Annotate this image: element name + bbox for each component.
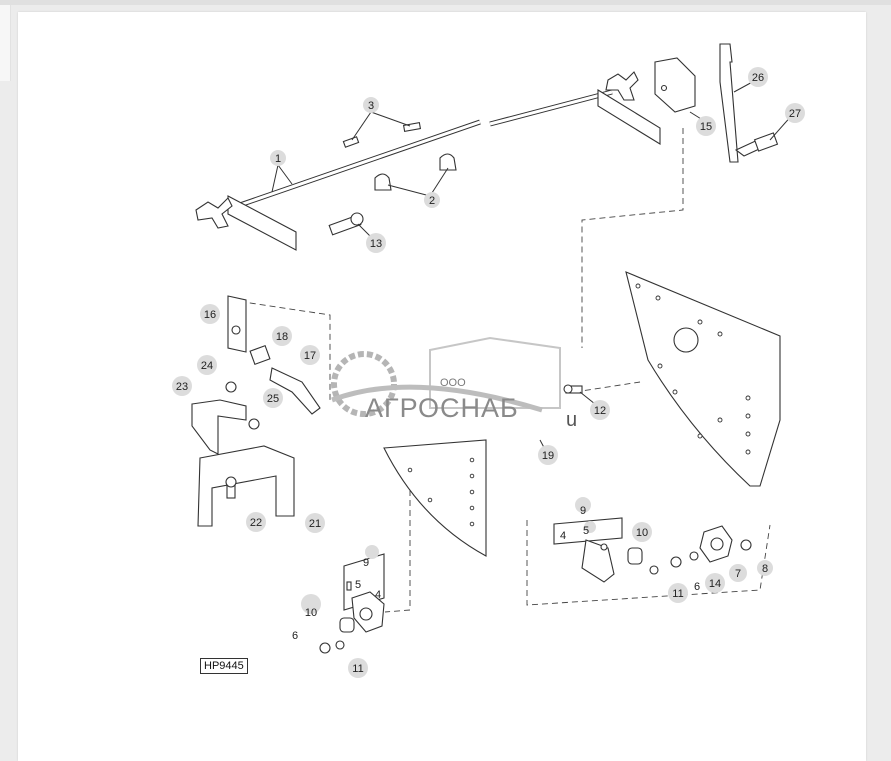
callout-18: 18 xyxy=(272,326,292,346)
svg-text:23: 23 xyxy=(176,381,188,393)
callout-10-left: 10 xyxy=(301,594,321,619)
watermark-company: ООО xyxy=(440,377,466,389)
side-plate xyxy=(625,271,781,487)
callout-7: 7 xyxy=(729,564,747,582)
callout-2: 2 xyxy=(424,192,440,208)
callout-23: 23 xyxy=(172,376,192,396)
callout-13: 13 xyxy=(366,233,386,253)
svg-text:9: 9 xyxy=(363,557,369,569)
svg-text:17: 17 xyxy=(304,350,316,362)
svg-text:14: 14 xyxy=(709,578,721,590)
svg-text:11: 11 xyxy=(352,663,363,675)
svg-text:27: 27 xyxy=(789,108,801,120)
callout-9-right: 9 xyxy=(575,497,591,517)
svg-text:22: 22 xyxy=(250,517,262,529)
callout-25: 25 xyxy=(263,388,283,408)
svg-text:4: 4 xyxy=(560,530,566,542)
left-plate xyxy=(383,439,487,557)
callout-3: 3 xyxy=(363,97,379,113)
callout-21: 21 xyxy=(305,513,325,533)
lever-handle xyxy=(719,43,779,163)
callout-14: 14 xyxy=(705,573,725,593)
svg-text:15: 15 xyxy=(700,121,712,133)
callout-17: 17 xyxy=(300,345,320,365)
fitting xyxy=(328,212,364,236)
side-panel xyxy=(0,5,11,81)
watermark-emblem xyxy=(331,336,561,417)
svg-text:2: 2 xyxy=(429,195,435,207)
svg-text:13: 13 xyxy=(370,238,382,250)
callout-19: 19 xyxy=(538,445,558,465)
svg-text:26: 26 xyxy=(752,72,764,84)
svg-text:5: 5 xyxy=(355,579,361,591)
svg-text:6: 6 xyxy=(292,630,298,642)
watermark-suffix: u xyxy=(566,409,578,431)
top-bar xyxy=(0,0,891,5)
svg-text:8: 8 xyxy=(762,563,768,575)
svg-text:12: 12 xyxy=(594,405,606,417)
svg-text:25: 25 xyxy=(267,393,279,405)
callout-26: 26 xyxy=(748,67,768,87)
svg-text:11: 11 xyxy=(672,588,683,600)
callout-1: 1 xyxy=(270,150,286,166)
callout-22: 22 xyxy=(246,512,266,532)
svg-text:4: 4 xyxy=(375,589,381,601)
svg-text:7: 7 xyxy=(735,568,741,580)
callout-6-left: 6 xyxy=(292,630,298,642)
svg-text:9: 9 xyxy=(580,505,586,517)
callout-6-right: 6 xyxy=(694,581,700,593)
svg-text:3: 3 xyxy=(368,100,374,112)
svg-text:16: 16 xyxy=(204,309,216,321)
shaft-assembly xyxy=(195,71,661,251)
svg-text:21: 21 xyxy=(309,518,321,530)
callout-5-left: 5 xyxy=(355,579,361,591)
svg-text:10: 10 xyxy=(305,607,317,619)
svg-text:24: 24 xyxy=(201,360,213,372)
svg-text:18: 18 xyxy=(276,331,288,343)
svg-text:1: 1 xyxy=(275,153,281,165)
callout-16: 16 xyxy=(200,304,220,324)
callout-4-right: 4 xyxy=(560,530,566,542)
callout-12: 12 xyxy=(590,400,610,420)
callout-10-right: 10 xyxy=(632,522,652,542)
callout-5-right: 5 xyxy=(583,521,596,537)
svg-text:19: 19 xyxy=(542,450,554,462)
bracket xyxy=(654,57,696,113)
svg-text:6: 6 xyxy=(694,581,700,593)
callout-9-left: 9 xyxy=(363,545,379,569)
left-bearing-assembly xyxy=(319,553,385,654)
left-bracket-assembly xyxy=(191,295,321,527)
callout-11-right: 11 xyxy=(668,583,688,603)
watermark-brand: АГРОСНАБ xyxy=(365,393,519,423)
callout-27: 27 xyxy=(785,103,805,123)
svg-text:5: 5 xyxy=(583,525,589,537)
callout-11-left: 11 xyxy=(348,658,368,678)
svg-text:10: 10 xyxy=(636,527,648,539)
clamps xyxy=(374,153,457,191)
bolt-12 xyxy=(563,384,583,394)
callout-8: 8 xyxy=(757,560,773,576)
callout-15: 15 xyxy=(696,116,716,136)
callout-24: 24 xyxy=(197,355,217,375)
callout-4-left: 4 xyxy=(375,589,381,601)
diagram-code: HP9445 xyxy=(200,658,248,674)
